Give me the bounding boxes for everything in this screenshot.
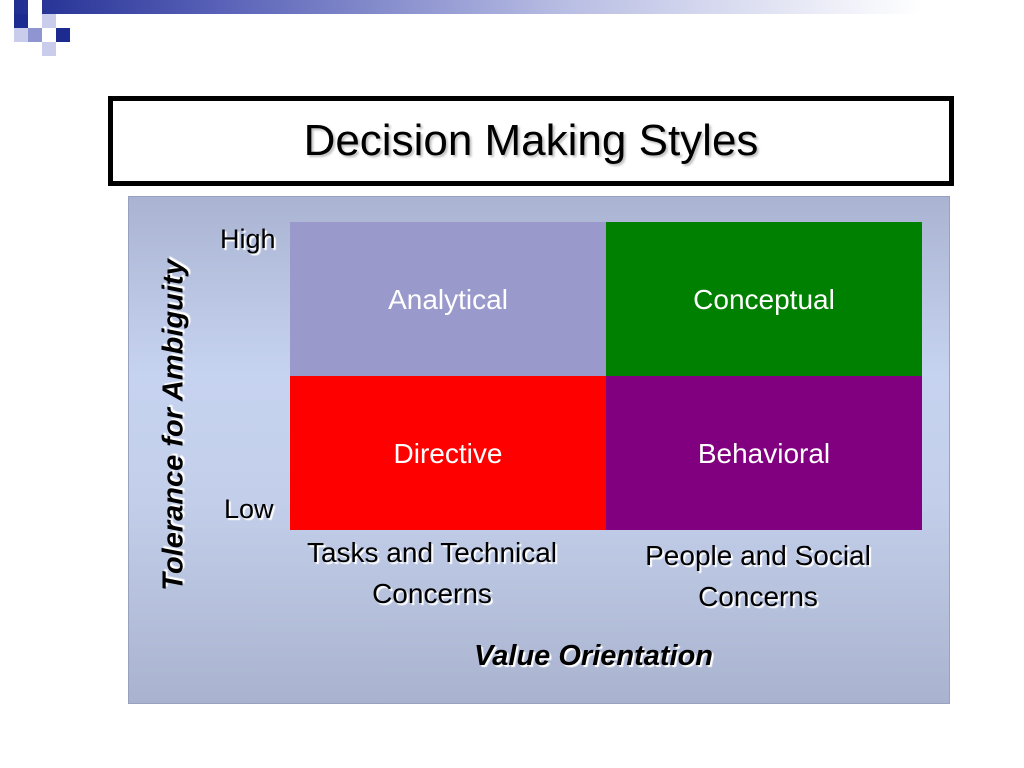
- decorative-square: [14, 28, 28, 42]
- quadrant-grid: Analytical Conceptual Directive Behavior…: [290, 222, 922, 530]
- y-axis-label: Tolerance for Ambiguity: [157, 259, 190, 591]
- quadrant-conceptual: Conceptual: [606, 222, 922, 376]
- x-axis-right-label: People and Social Concerns: [645, 540, 871, 612]
- y-axis-low-label: Low: [224, 494, 274, 524]
- quadrant-directive: Directive: [290, 376, 606, 530]
- decorative-square: [42, 42, 56, 56]
- title-box: Decision Making Styles: [108, 96, 954, 186]
- decorative-square: [28, 0, 42, 14]
- decorative-square: [42, 14, 56, 28]
- x-axis-label: Value Orientation: [474, 640, 714, 672]
- quadrant-behavioral: Behavioral: [606, 376, 922, 530]
- decorative-square: [56, 28, 70, 42]
- decorative-square: [0, 0, 14, 14]
- page-title: Decision Making Styles: [303, 116, 759, 165]
- x-axis-left-label: Tasks and Technical Concerns: [306, 537, 558, 609]
- decorative-square: [14, 14, 28, 28]
- header-decoration-bar: [0, 0, 1024, 14]
- quadrant-analytical: Analytical: [290, 222, 606, 376]
- y-axis-high-label: High: [220, 224, 276, 254]
- decorative-square: [28, 28, 42, 42]
